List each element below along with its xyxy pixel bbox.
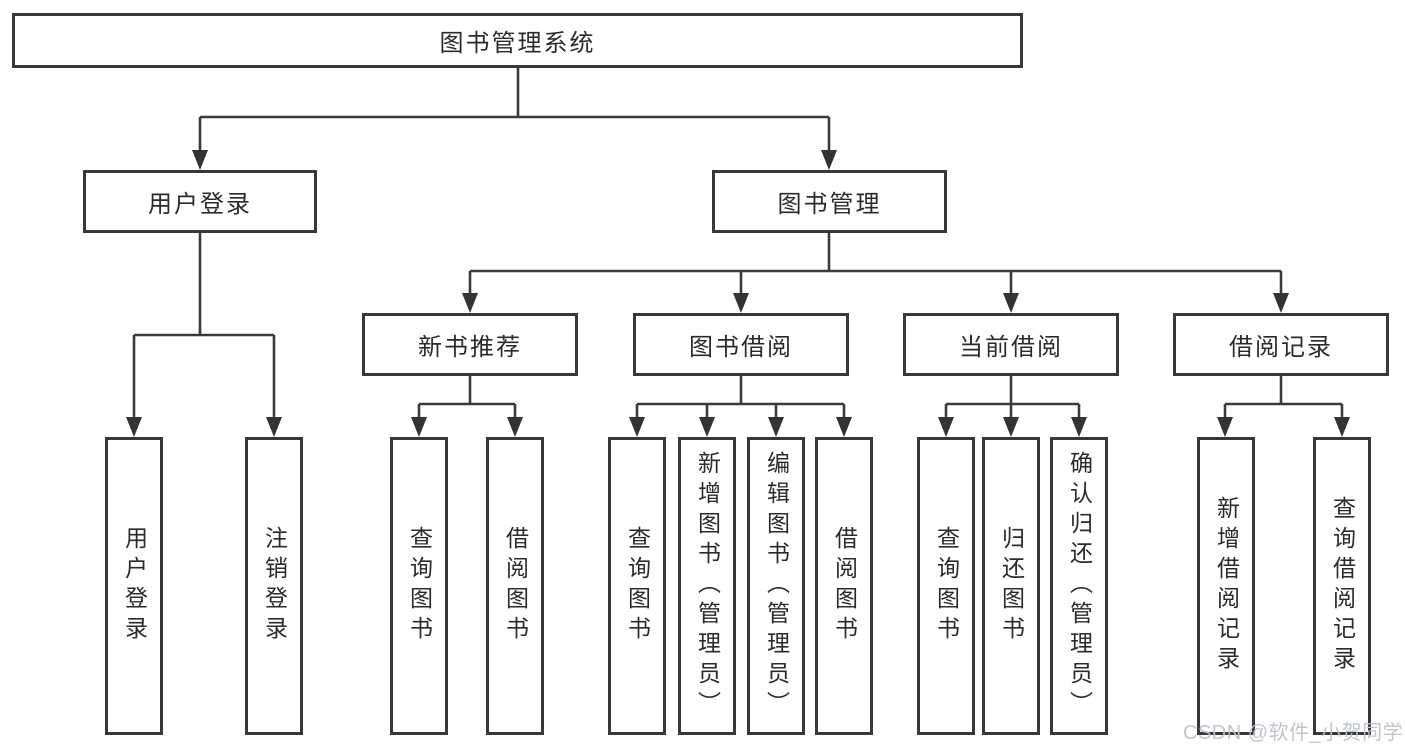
node-book-borrow-label: 图书借阅 [689, 334, 793, 361]
node-leaf-cb-return-books-label: 归还图书 [998, 526, 1025, 646]
node-leaf-br-add-record-label: 新增借阅记录 [1213, 496, 1240, 676]
node-current-borrow: 当前借阅 [903, 313, 1119, 376]
csdn-watermark: CSDN @软件_小贺同学 [1183, 722, 1404, 744]
node-root: 图书管理系统 [12, 13, 1023, 68]
node-leaf-bb-query-books-label: 查询图书 [624, 526, 651, 646]
node-leaf-bb-borrow-books: 借阅图书 [815, 437, 873, 735]
node-user-login-module-label: 用户登录 [148, 191, 252, 218]
node-new-book-recommend: 新书推荐 [362, 313, 578, 376]
node-leaf-cb-return-books: 归还图书 [982, 437, 1040, 735]
node-leaf-nb-borrow-books: 借阅图书 [486, 437, 544, 735]
node-leaf-nb-borrow-books-label: 借阅图书 [502, 526, 529, 646]
connector-book-borrow-branch [629, 375, 852, 437]
connector-book-management-branch [462, 232, 1289, 313]
node-current-borrow-label: 当前借阅 [959, 334, 1063, 361]
connector-new-book-recommend-branch [411, 375, 523, 437]
node-leaf-logout: 注销登录 [245, 437, 303, 735]
node-root-label: 图书管理系统 [439, 30, 596, 57]
node-leaf-cb-confirm-return-admin-label: 确认归还（管理员） [1066, 451, 1093, 721]
node-leaf-bb-query-books: 查询图书 [608, 437, 666, 735]
node-borrow-record-label: 借阅记录 [1229, 334, 1333, 361]
connector-borrow-record-branch [1217, 375, 1350, 437]
node-book-borrow: 图书借阅 [633, 313, 849, 376]
node-leaf-bb-add-books-admin-label: 新增图书（管理员） [694, 451, 721, 721]
node-book-management-module: 图书管理 [712, 170, 947, 233]
node-leaf-cb-confirm-return-admin: 确认归还（管理员） [1050, 437, 1108, 735]
node-leaf-logout-label: 注销登录 [261, 526, 288, 646]
node-leaf-br-query-record-label: 查询借阅记录 [1329, 496, 1356, 676]
node-leaf-cb-query-books-label: 查询图书 [933, 526, 960, 646]
node-leaf-nb-query-books-label: 查询图书 [406, 526, 433, 646]
node-borrow-record: 借阅记录 [1173, 313, 1389, 376]
node-leaf-bb-borrow-books-label: 借阅图书 [831, 526, 858, 646]
node-leaf-cb-query-books: 查询图书 [917, 437, 975, 735]
node-new-book-recommend-label: 新书推荐 [418, 334, 522, 361]
node-leaf-nb-query-books: 查询图书 [390, 437, 448, 735]
node-leaf-bb-edit-books-admin: 编辑图书（管理员） [747, 437, 805, 735]
node-leaf-br-query-record: 查询借阅记录 [1313, 437, 1371, 735]
connector-current-borrow-branch [938, 375, 1087, 437]
node-leaf-bb-add-books-admin: 新增图书（管理员） [678, 437, 736, 735]
connector-root-to-level2 [192, 68, 837, 170]
node-leaf-user-login-label: 用户登录 [121, 526, 148, 646]
node-book-management-module-label: 图书管理 [777, 191, 882, 218]
node-leaf-br-add-record: 新增借阅记录 [1197, 437, 1255, 735]
connector-user-login-branch [126, 232, 282, 437]
node-leaf-bb-edit-books-admin-label: 编辑图书（管理员） [763, 451, 790, 721]
node-leaf-user-login: 用户登录 [105, 437, 163, 735]
node-user-login-module: 用户登录 [83, 170, 317, 233]
